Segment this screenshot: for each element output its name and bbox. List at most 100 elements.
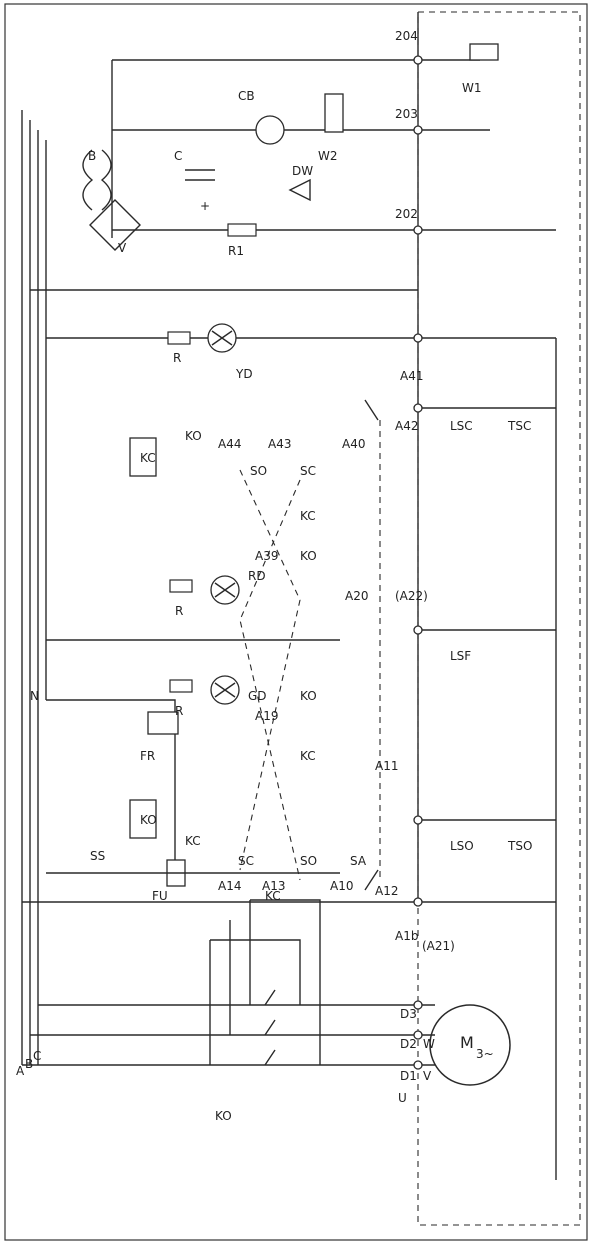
ss-label: SS: [90, 849, 105, 863]
w1-label: W1: [462, 81, 482, 95]
a44-label: A44: [218, 437, 241, 451]
yd-label: YD: [235, 367, 253, 381]
phase-bus-lines: [21, 110, 176, 1065]
phase-n-label: N: [30, 689, 39, 703]
a40-label: A40: [342, 437, 365, 451]
phase-a-label: A: [16, 1064, 25, 1078]
terminal-a21: [413, 897, 423, 907]
lamp-gd-cross: [214, 682, 236, 698]
terminal-a12: [413, 815, 423, 825]
a14-label: A14: [218, 879, 241, 893]
terminal-v-label: V: [423, 1069, 432, 1083]
lso-label: LSO: [450, 839, 474, 853]
kc-mid-label: KC: [300, 509, 316, 523]
terminal-a22: [413, 625, 423, 635]
page-border: [4, 3, 588, 1241]
transformer-b-primary: [82, 149, 94, 211]
gd-label: GD: [248, 689, 267, 703]
tso-label: TSO: [507, 839, 532, 853]
b-label: B: [88, 149, 96, 163]
a12-label: A12: [375, 884, 398, 898]
a43-label: A43: [268, 437, 291, 451]
terminal-d2: [413, 1030, 423, 1040]
v-label: V: [118, 241, 127, 255]
kc-contact-label-bottom: KC: [185, 834, 201, 848]
ko-contact-2: [264, 1019, 276, 1036]
terminal-d3-label: D3: [400, 1007, 417, 1021]
phase-b-label: B: [25, 1057, 33, 1071]
fu-label: FU: [152, 889, 168, 903]
terminal-204-label: 204: [395, 29, 418, 43]
ko-contact-1: [264, 1049, 276, 1066]
a11-label: A11: [375, 759, 398, 773]
terminal-w-label: W: [423, 1037, 435, 1051]
control-wiring: [22, 12, 557, 1180]
terminal-u-label: U: [398, 1091, 407, 1105]
mech-link-so: [239, 479, 301, 881]
terminal-d2-label: D2: [400, 1037, 417, 1051]
a22-label: (A22): [395, 589, 428, 603]
mech-link-sc: [239, 469, 301, 871]
dw-label: DW: [292, 164, 313, 178]
w2-label: W2: [318, 149, 338, 163]
resistor-gd-r: [169, 679, 193, 693]
terminal-203-label: 203: [395, 107, 418, 121]
a21-label: (A21): [422, 939, 455, 953]
potentiometer-w2-symbol: [324, 93, 344, 133]
transformer-b-secondary: [100, 149, 112, 211]
tsc-label: TSC: [507, 419, 531, 433]
ko-mid-label: KO: [300, 549, 317, 563]
a19-label: A19: [255, 709, 278, 723]
terminal-strip: [413, 55, 423, 1070]
terminal-d1-label: D1: [400, 1069, 417, 1083]
kc-cross-2: [250, 899, 321, 1065]
a13-label: A13: [262, 879, 285, 893]
c-label: C: [174, 149, 182, 163]
a10-label: A10: [330, 879, 353, 893]
coil-ko-symbol: [129, 799, 157, 839]
ko-low-label: KO: [300, 689, 317, 703]
terminal-202-label: 202: [395, 207, 418, 221]
phase-c-label: C: [33, 1049, 41, 1063]
sc-top-label: SC: [300, 464, 316, 478]
relay-fr-symbol: [147, 711, 179, 735]
lamp-yd-cross: [211, 330, 233, 346]
coil-ko-label: KO: [140, 813, 157, 827]
kc-low-label: KC: [300, 749, 316, 763]
zener-dw-symbol: [288, 178, 311, 202]
motor-power-circuit: [22, 711, 511, 1086]
measurement-circuit: [82, 43, 556, 251]
r1-label: R1: [228, 244, 244, 258]
motor-sub-label: 3~: [476, 1047, 494, 1061]
ko-power-label: KO: [215, 1109, 232, 1123]
coil-kc-label: KC: [140, 451, 156, 465]
terminal-202: [413, 225, 423, 235]
terminal-a42: [413, 403, 423, 413]
plus-label: +: [200, 199, 210, 213]
meter-cb-symbol: [255, 115, 285, 145]
terminal-203: [413, 125, 423, 135]
lamp-rd-cross: [214, 582, 236, 598]
resistor-rd-r: [169, 579, 193, 593]
lsf-label: LSF: [450, 649, 471, 663]
terminal-yd: [413, 333, 423, 343]
resistor-r1-symbol: [227, 223, 257, 237]
terminal-d1: [413, 1060, 423, 1070]
r-rd-label: R: [175, 604, 183, 618]
a20-label: A20: [345, 589, 368, 603]
potentiometer-w1-symbol: [469, 43, 499, 61]
so-top-label: SO: [250, 464, 267, 478]
fr-label: FR: [140, 749, 155, 763]
r-gd-label: R: [175, 704, 183, 718]
sa-contact-high: [364, 399, 379, 421]
a39-label: A39: [255, 549, 278, 563]
sa-label: SA: [350, 854, 367, 868]
lsc-label: LSC: [450, 419, 473, 433]
a1b-label: A1b: [395, 929, 418, 943]
so-bottom-label: SO: [300, 854, 317, 868]
terminal-204: [413, 55, 423, 65]
r-yd-label: R: [173, 351, 181, 365]
a41-label: A41: [400, 369, 423, 383]
